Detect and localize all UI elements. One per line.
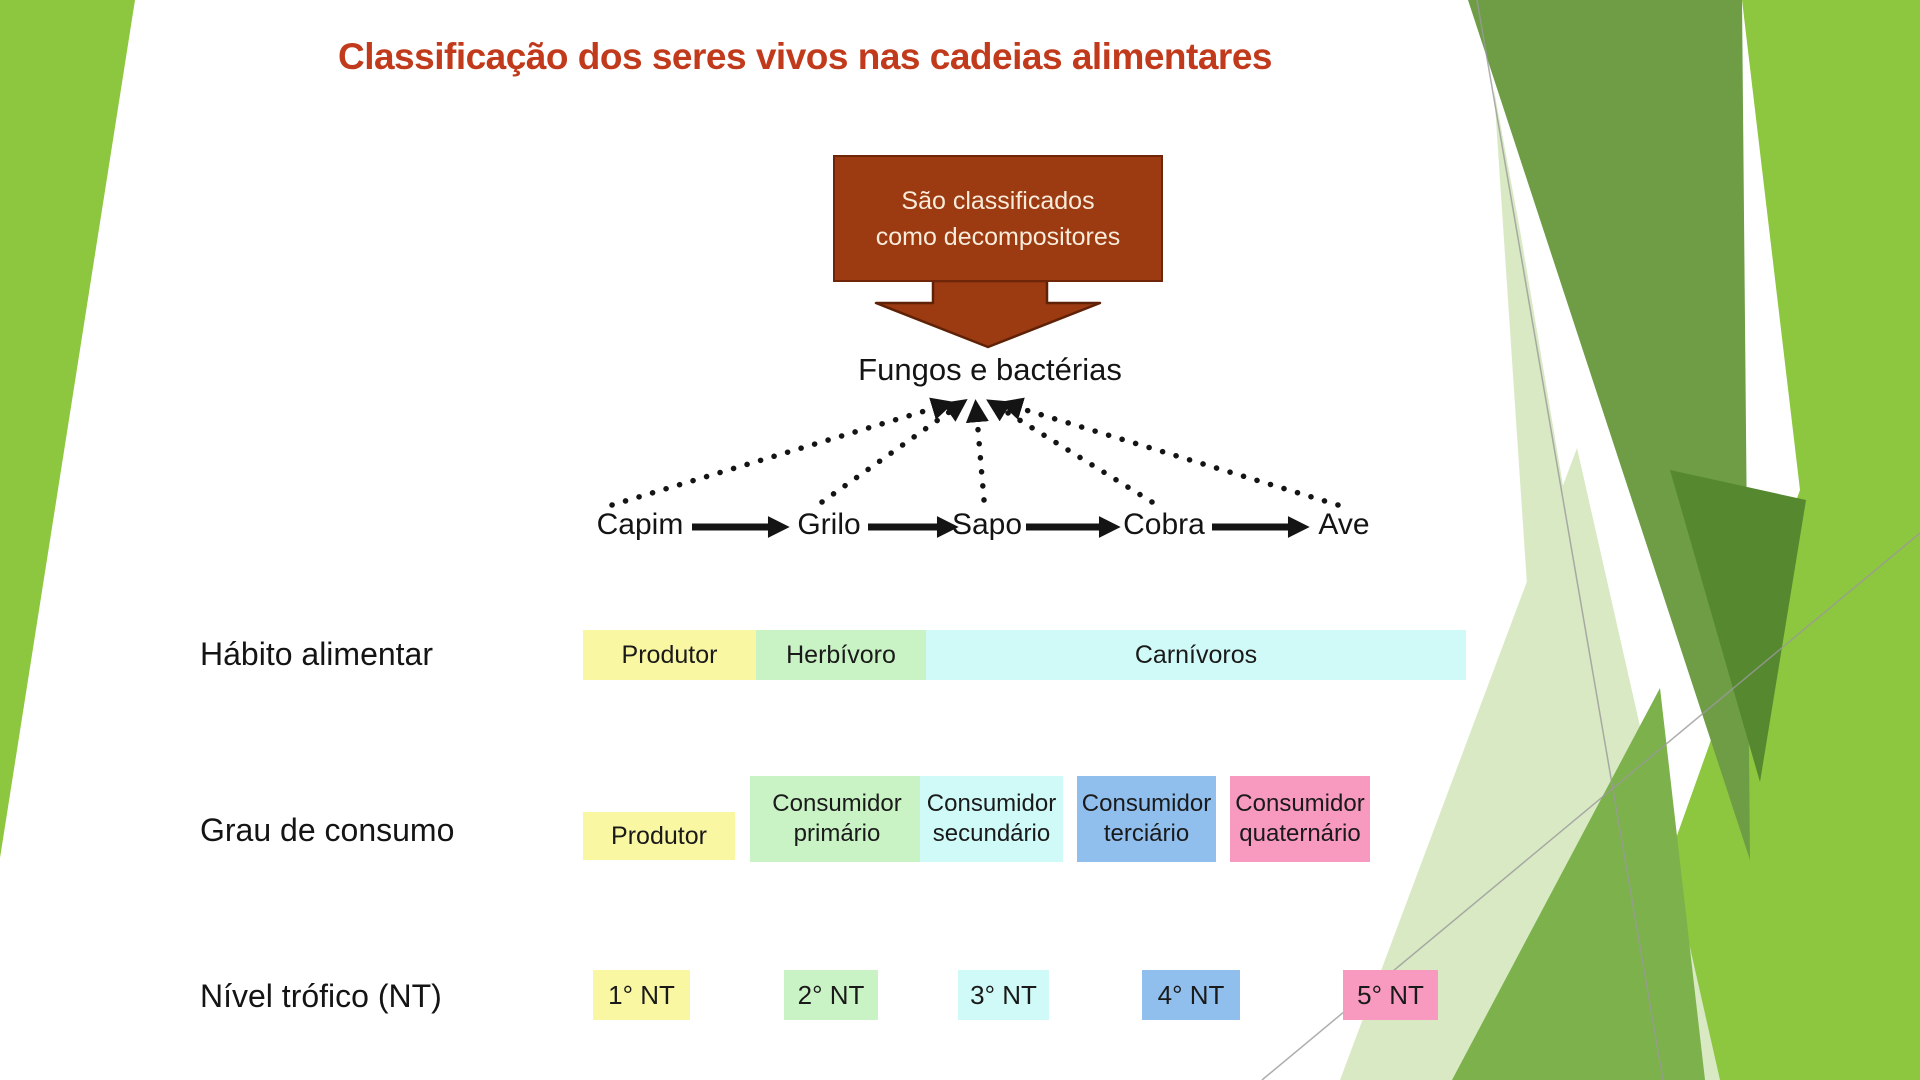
dotted-line-grilo-to-decomposers [819,398,968,505]
callout-line-2: como decompositores [875,222,1121,251]
habit-box-produtor: Produtor [583,630,756,680]
dotted-line-sapo-to-decomposers [965,399,989,503]
dotted-line-ave-to-decomposers [999,397,1341,508]
decor-right-bright-wedge [1590,0,1920,1080]
decor-mid-wedge [1452,688,1705,1080]
decomposers-label: Fungos e bactérias [858,352,1122,387]
chain-item-capim: Capim [596,508,684,541]
chain-item-ave: Ave [1318,508,1370,541]
degree-box-terciario: Consumidor terciário [1077,776,1216,862]
decor-pale-band [1494,90,1663,1080]
trophic-box-5nt: 5° NT [1343,970,1438,1020]
trophic-box-2nt: 2° NT [784,970,878,1020]
page-title: Classificação dos seres vivos nas cadeia… [337,36,1273,77]
dotted-line-capim-to-decomposers [609,397,955,508]
dotted-line-cobra-to-decomposers [986,399,1155,505]
callout-line-1: São classificados [901,186,1095,215]
trophic-level-row-label: Nível trófico (NT) [200,978,442,1014]
degree-box-quaternario: Consumidor quaternário [1230,776,1370,862]
callout-arrow-icon [874,279,1102,349]
chain-item-cobra: Cobra [1123,508,1205,541]
habit-box-herbivoro: Herbívoro [756,630,926,680]
chain-item-grilo: Grilo [797,508,861,541]
decor-dark-wedge [1670,470,1806,782]
degree-box-secundario: Consumidor secundário [920,776,1063,862]
decor-left-wedge [0,0,135,858]
feeding-habit-row-label: Hábito alimentar [200,636,433,672]
decomposer-callout: São classificados como decompositores [833,155,1163,282]
habit-box-carnivoros: Carnívoros [926,630,1466,680]
degree-box-produtor: Produtor [583,812,735,860]
consumption-degree-row-label: Grau de consumo [200,812,455,848]
trophic-box-3nt: 3° NT [958,970,1049,1020]
trophic-box-1nt: 1° NT [593,970,690,1020]
degree-box-primario: Consumidor primário [750,776,924,862]
decor-thin-line-steep [1476,0,1664,1080]
decor-olive-wedge [1468,0,1750,860]
trophic-box-4nt: 4° NT [1142,970,1240,1020]
chain-item-sapo: Sapo [951,508,1023,541]
